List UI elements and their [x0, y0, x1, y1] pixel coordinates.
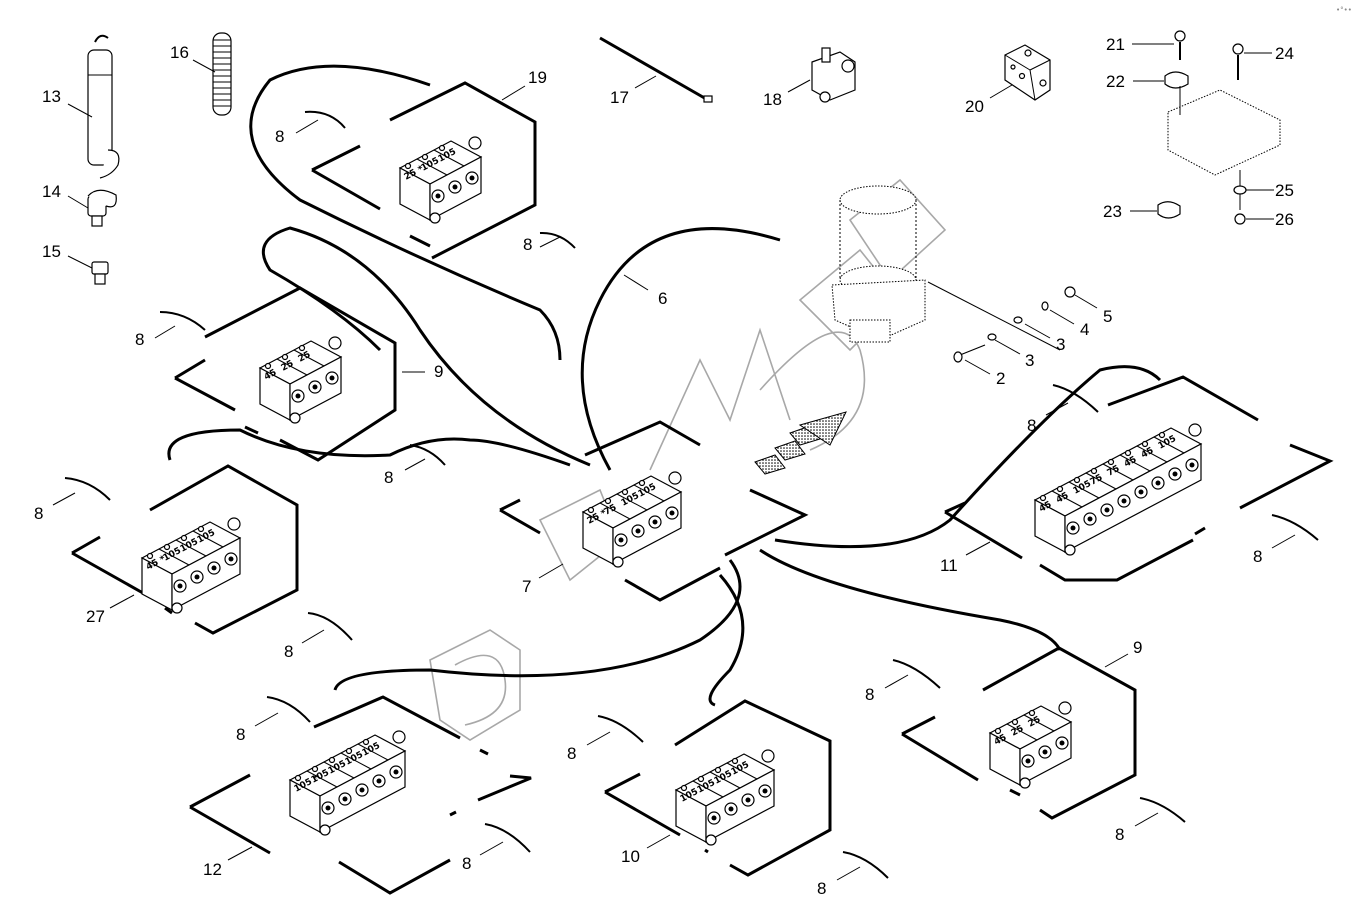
- inlet-fitting-icon: [1058, 701, 1072, 715]
- svg-text:8: 8: [817, 879, 826, 898]
- label-8: 8: [284, 612, 353, 661]
- grease-nipple-plug: [91, 261, 109, 285]
- callout-9b: 9: [1133, 638, 1142, 657]
- label-8: 8: [236, 696, 311, 744]
- svg-text:8: 8: [567, 744, 576, 763]
- svg-text:8: 8: [462, 854, 471, 873]
- callout-11: 11: [940, 556, 958, 575]
- svg-text:8: 8: [236, 725, 245, 744]
- inlet-fitting-icon: [392, 730, 406, 744]
- callout-12: 12: [203, 860, 222, 879]
- callout-10: 10: [621, 847, 640, 866]
- callout-24: 24: [1275, 44, 1294, 63]
- svg-text:8: 8: [135, 330, 144, 349]
- label-8: 8: [523, 231, 576, 254]
- label-8: 8: [1253, 514, 1319, 566]
- inlet-fitting-icon: [668, 471, 682, 485]
- spiral-protection-hose: [212, 32, 232, 116]
- corner-mark: •°••: [1336, 6, 1352, 14]
- watermark-logo: [429, 178, 947, 741]
- label-8: 8: [34, 477, 111, 523]
- svg-text:8: 8: [1253, 547, 1262, 566]
- svg-text:8: 8: [1027, 416, 1036, 435]
- callout-3b: 3: [1056, 335, 1065, 354]
- callout-26: 26: [1275, 210, 1294, 229]
- label-8: 8: [1115, 797, 1186, 844]
- svg-text:8: 8: [523, 235, 532, 254]
- grease-cartridge-pump: [87, 34, 120, 179]
- callout-5: 5: [1103, 307, 1112, 326]
- callout-27: 27: [86, 607, 105, 626]
- callout-21: 21: [1106, 35, 1125, 54]
- callout-6: 6: [658, 289, 667, 308]
- svg-text:8: 8: [275, 127, 284, 146]
- mounting-block: [1004, 44, 1051, 101]
- label-8: 8: [384, 444, 446, 487]
- callout-20: 20: [965, 97, 984, 116]
- callout-22: 22: [1106, 72, 1125, 91]
- label-8: 8: [462, 823, 531, 873]
- callout-23: 23: [1103, 202, 1122, 221]
- callout-9a: 9: [434, 362, 443, 381]
- pressure-relief-valve: [811, 47, 856, 103]
- callout-7: 7: [522, 577, 531, 596]
- callout-15: 15: [42, 242, 61, 261]
- callout-3a: 3: [1025, 351, 1034, 370]
- label-8: 8: [275, 110, 346, 146]
- label-8: 8: [1027, 384, 1099, 435]
- callout-13: 13: [42, 87, 61, 106]
- svg-text:8: 8: [284, 642, 293, 661]
- label-8: 8: [817, 851, 889, 898]
- callout-17: 17: [610, 88, 629, 107]
- svg-text:8: 8: [384, 468, 393, 487]
- callout-25: 25: [1275, 181, 1294, 200]
- inlet-fitting-icon: [328, 336, 342, 350]
- line-8-labels: 8 8 8 8 8 8 8 8 8 8 8 8 8 8: [34, 110, 1319, 898]
- hoses: [167, 64, 1162, 707]
- callout-14: 14: [42, 182, 61, 201]
- inlet-fitting-icon: [227, 517, 241, 531]
- svg-text:8: 8: [1115, 825, 1124, 844]
- inlet-fitting-icon: [761, 749, 775, 763]
- callout-16: 16: [170, 43, 189, 62]
- svg-text:8: 8: [34, 504, 43, 523]
- grease-nipple-with-cap: [87, 189, 117, 227]
- flow-direction-arrow: [754, 411, 847, 475]
- inlet-fitting-icon: [1188, 423, 1202, 437]
- label-8: 8: [865, 659, 941, 704]
- svg-text:8: 8: [865, 685, 874, 704]
- callout-4: 4: [1080, 320, 1089, 339]
- valve-assembly-top-right: [1157, 30, 1281, 225]
- callout-19: 19: [528, 68, 547, 87]
- label-8: 8: [567, 715, 644, 763]
- callouts: 13 14 15 16 17 18 19 20 21 22 23 24 25 2…: [42, 35, 1294, 879]
- label-8: 8: [135, 311, 206, 349]
- inlet-fitting-icon: [468, 136, 482, 150]
- grease-pump-unit: [831, 185, 1076, 363]
- cable-tie: [599, 36, 713, 103]
- callout-2: 2: [996, 369, 1005, 388]
- callout-18: 18: [763, 90, 782, 109]
